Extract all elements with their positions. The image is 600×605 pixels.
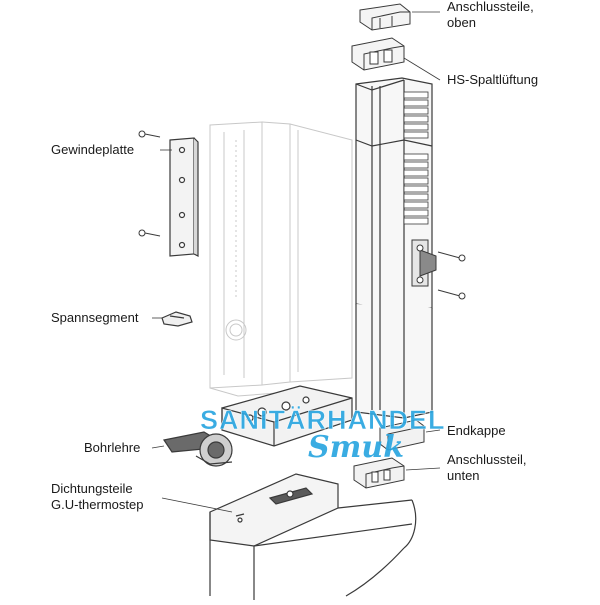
endkappe-part bbox=[379, 419, 425, 451]
keeper-fitting bbox=[411, 239, 437, 287]
label-anschlussteile-oben: Anschlussteile, oben bbox=[447, 0, 534, 30]
screws-right bbox=[437, 251, 466, 300]
label-anschlussteil-unten: Anschlussteil, unten bbox=[447, 452, 527, 483]
gewindeplatte-part bbox=[169, 137, 199, 257]
anschlussteile-oben-part bbox=[359, 3, 411, 31]
watermark-line1: SANITÄRHANDEL bbox=[200, 405, 446, 436]
label-bohrlehre: Bohrlehre bbox=[84, 440, 141, 455]
label-hs-spaltlueftung: HS-Spaltlüftung bbox=[447, 72, 539, 87]
label-spannsegment: Spannsegment bbox=[51, 310, 139, 325]
ventilation-slots bbox=[403, 91, 429, 225]
label-gewindeplatte: Gewindeplatte bbox=[51, 142, 135, 157]
bohrlehre-part bbox=[163, 385, 353, 467]
anschlussteile-oben-lower-part bbox=[351, 37, 405, 71]
spannsegment-part bbox=[161, 311, 193, 327]
anschlussteil-unten-part bbox=[353, 457, 405, 489]
watermark-line2: Smuk bbox=[308, 430, 405, 465]
label-dichtungsteile: Dichtungsteile G.U-thermostep bbox=[51, 481, 144, 512]
leader-lines bbox=[151, 11, 441, 513]
ghost-sash-profile bbox=[209, 121, 353, 397]
label-endkappe: Endkappe bbox=[447, 423, 506, 438]
screws-left bbox=[138, 130, 161, 237]
dichtungsteile-frame bbox=[209, 473, 417, 600]
